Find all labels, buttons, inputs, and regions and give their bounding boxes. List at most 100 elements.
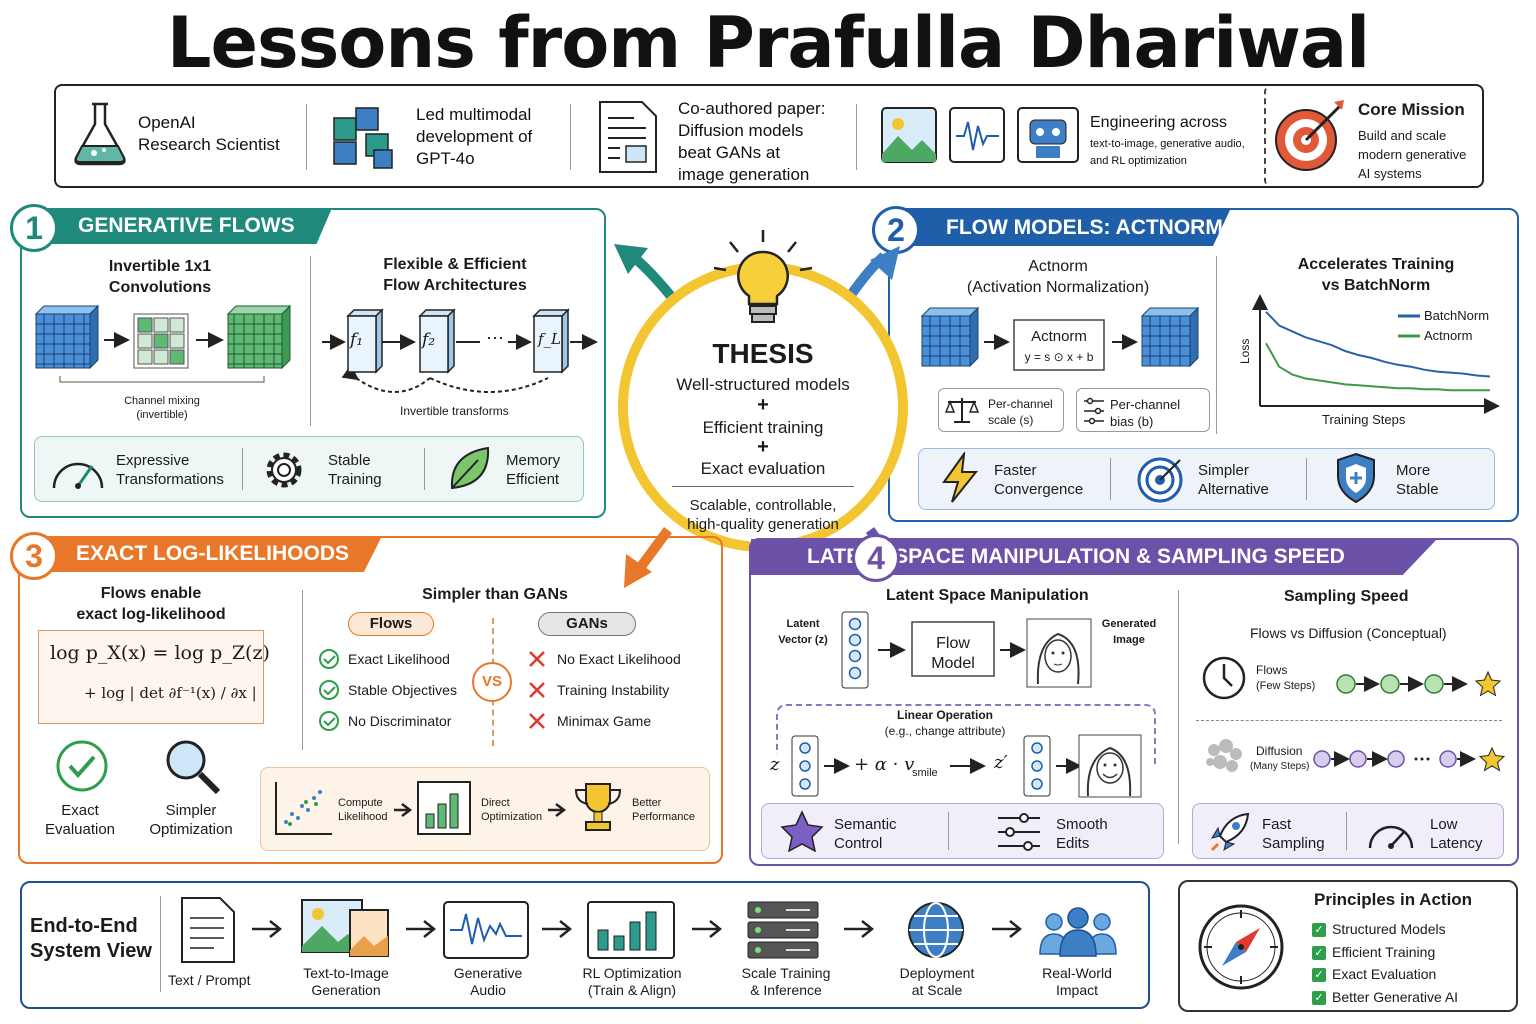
sliders-icon	[1084, 397, 1104, 425]
leaf-icon	[450, 446, 490, 490]
latent-edit-diagram	[791, 735, 1082, 797]
paper-text: Co-authored paper: Diffusion models beat…	[678, 99, 826, 184]
linear-sub: (e.g., change attribute)	[884, 724, 1006, 738]
legend-actnorm: Actnorm	[1424, 328, 1473, 343]
p2-banner: FLOW MODELS: ACTNORM	[890, 210, 1230, 246]
thesis-l2: Efficient training	[702, 418, 824, 437]
p3-right-title: Simpler than GANs	[422, 586, 568, 603]
actnorm-series	[1265, 342, 1490, 392]
pipe-1: Compute Likelihood	[338, 797, 388, 823]
checkbox-icon: ✓	[1312, 923, 1326, 938]
cube-blocks-icon	[333, 107, 393, 169]
noise-cloud-icon	[1206, 739, 1242, 772]
vs-badge: VS	[472, 662, 512, 702]
p3-left-title: Flows enable exact log-likelihood	[76, 585, 226, 623]
server-rack-icon	[747, 901, 819, 959]
modality-icons	[881, 107, 1079, 163]
actnorm-formula: y = s ⊙ x + b	[1024, 350, 1094, 364]
invertible-conv-diagram	[34, 304, 292, 383]
p4-badge: 4	[852, 534, 900, 582]
pro-3: No Discriminator	[348, 713, 452, 729]
pipe-3: Better Performance	[632, 797, 695, 823]
p1-right-caption: Invertible transforms	[400, 404, 509, 418]
diffusion-steps-diagram	[1313, 746, 1506, 772]
p1-left-title: Invertible 1x1 Convolutions	[108, 258, 212, 296]
f1-label: f₁	[350, 330, 364, 350]
gear-icon	[266, 452, 302, 488]
system-view	[20, 881, 1150, 1009]
pipe-2: Direct Optimization	[481, 797, 543, 823]
principle-item: ✓Exact Evaluation	[1312, 963, 1458, 986]
loss-chart	[1252, 294, 1500, 414]
red-x-icons	[529, 651, 545, 729]
bullseye-icon	[1137, 457, 1183, 503]
role-text: OpenAI Research Scientist	[138, 113, 280, 154]
gans-pill: GANs	[538, 612, 636, 636]
p1-feat3: Memory Efficient	[506, 452, 561, 488]
flows-pill: Flows	[348, 612, 434, 636]
p1-feat1: Expressive Transformations	[116, 452, 224, 488]
flow-arch-diagram	[322, 308, 598, 393]
smiling-face-icon	[1078, 734, 1142, 798]
document-icon	[599, 101, 657, 173]
con-3: Minimax Game	[557, 713, 652, 729]
star-icon	[780, 810, 824, 852]
step-scale: Scale Training & Inference	[741, 965, 831, 998]
eq-line-1: log p_X(x) = log p_Z(z)	[50, 642, 270, 664]
pro-2: Stable Objectives	[348, 682, 457, 698]
people-icon	[1039, 907, 1117, 957]
y-axis-label: Loss	[1238, 338, 1252, 364]
green-check-icons	[319, 649, 339, 731]
p2-features	[918, 448, 1495, 510]
bar-chart-icon	[417, 781, 471, 835]
linear-title: Linear Operation	[896, 708, 994, 722]
thesis-plus-1: +	[757, 394, 769, 416]
latent-pipeline-diagram	[841, 611, 1026, 689]
step-text-prompt: Text / Prompt	[168, 972, 251, 988]
lightning-icon	[942, 452, 979, 503]
scatter-icon	[275, 782, 332, 835]
z-prime: z′	[994, 752, 1008, 773]
diffusion-label: Diffusion	[1256, 744, 1303, 758]
checkbox-icon: ✓	[1312, 945, 1326, 960]
step-audio: Generative Audio	[453, 965, 523, 998]
p4-left-features	[761, 803, 1164, 859]
actnorm-diagram	[920, 306, 1200, 371]
p2-badge: 2	[872, 206, 920, 254]
actnorm-box-title: Actnorm	[1031, 328, 1087, 345]
check-circle-icon	[56, 740, 108, 792]
images-icon	[301, 899, 389, 957]
p1-left-caption: Channel mixing (invertible)	[124, 395, 200, 421]
face-icon	[1026, 618, 1092, 688]
principles-title: Principles in Action	[1314, 890, 1473, 909]
con-2: Training Instability	[557, 682, 670, 698]
mission-title: Core Mission	[1358, 100, 1465, 119]
flask-icon	[74, 102, 126, 166]
generated-label: Generated Image	[1101, 618, 1157, 646]
p3-feat2: Simpler Optimization	[149, 802, 233, 838]
eng-sub: text-to-image, generative audio, and RL …	[1090, 138, 1245, 167]
trophy-icon	[574, 783, 622, 831]
p3-feat1: Exact Evaluation	[44, 802, 116, 838]
p3-badge: 3	[10, 532, 58, 580]
legend-batchnorm: BatchNorm	[1424, 308, 1490, 323]
text-doc-icon	[181, 897, 235, 963]
compass-icon	[1198, 904, 1284, 990]
flows-sub: (Few Steps)	[1256, 680, 1316, 692]
thesis-plus-2: +	[757, 436, 769, 458]
z-symbol: z	[768, 754, 782, 775]
lightbulb-icon	[713, 230, 813, 323]
p4-left-title: Latent Space Manipulation	[886, 587, 1089, 604]
mission-sub: Build and scale modern generative AI sys…	[1358, 128, 1467, 181]
f2-label: f₂	[422, 330, 436, 350]
p3-pipeline	[260, 767, 710, 851]
p1-feat2: Stable Training	[328, 452, 382, 488]
step-impact: Real-World Impact	[1042, 965, 1112, 998]
p2-feat3: More Stable	[1396, 462, 1439, 498]
rocket-icon	[1210, 812, 1250, 852]
smile-sub: smile	[912, 767, 938, 779]
balance-scale-icon	[944, 398, 980, 423]
latent-label: Latent Vector (z)	[778, 618, 828, 646]
waveform-icon	[443, 901, 529, 959]
p1-right-title: Flexible & Efficient Flow Architectures	[383, 256, 527, 294]
